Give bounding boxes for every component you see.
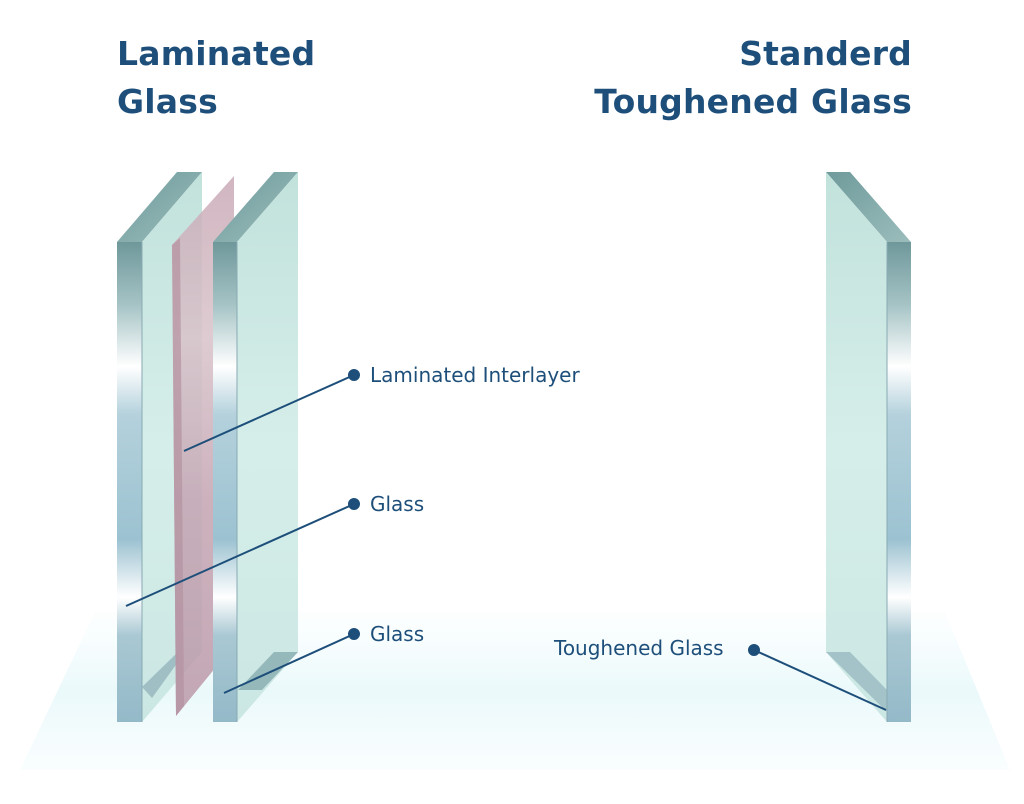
- glass-2-leader-line: [223, 633, 355, 694]
- toughened-glass-title-line-2: Toughened Glass: [594, 82, 912, 121]
- toughened-leader-line: [753, 649, 887, 711]
- laminated-glass-title: Laminated Glass: [117, 30, 315, 126]
- toughened-glass-title-line-1: Standerd: [739, 34, 912, 73]
- toughened-leader-dot: [748, 644, 760, 656]
- laminated-interlayer-label: Laminated Interlayer: [370, 363, 580, 387]
- interlayer-leader-dot: [348, 369, 360, 381]
- laminated-glass-title-line-1: Laminated: [117, 34, 316, 73]
- glass-label-2: Glass: [370, 622, 425, 646]
- glass-label-1: Glass: [370, 492, 425, 516]
- glass-2-leader-dot: [348, 628, 360, 640]
- toughened-glass-title: Standerd Toughened Glass: [594, 30, 912, 126]
- laminated-glass-title-line-2: Glass: [117, 82, 218, 121]
- glass-1-leader-dot: [348, 498, 360, 510]
- laminated-front-glass-pane: [213, 172, 298, 722]
- glass-1-leader-line: [125, 503, 355, 607]
- toughened-glass-label: Toughened Glass: [554, 636, 724, 660]
- interlayer-leader-line: [183, 374, 355, 452]
- toughened-glass-pane: [826, 172, 911, 722]
